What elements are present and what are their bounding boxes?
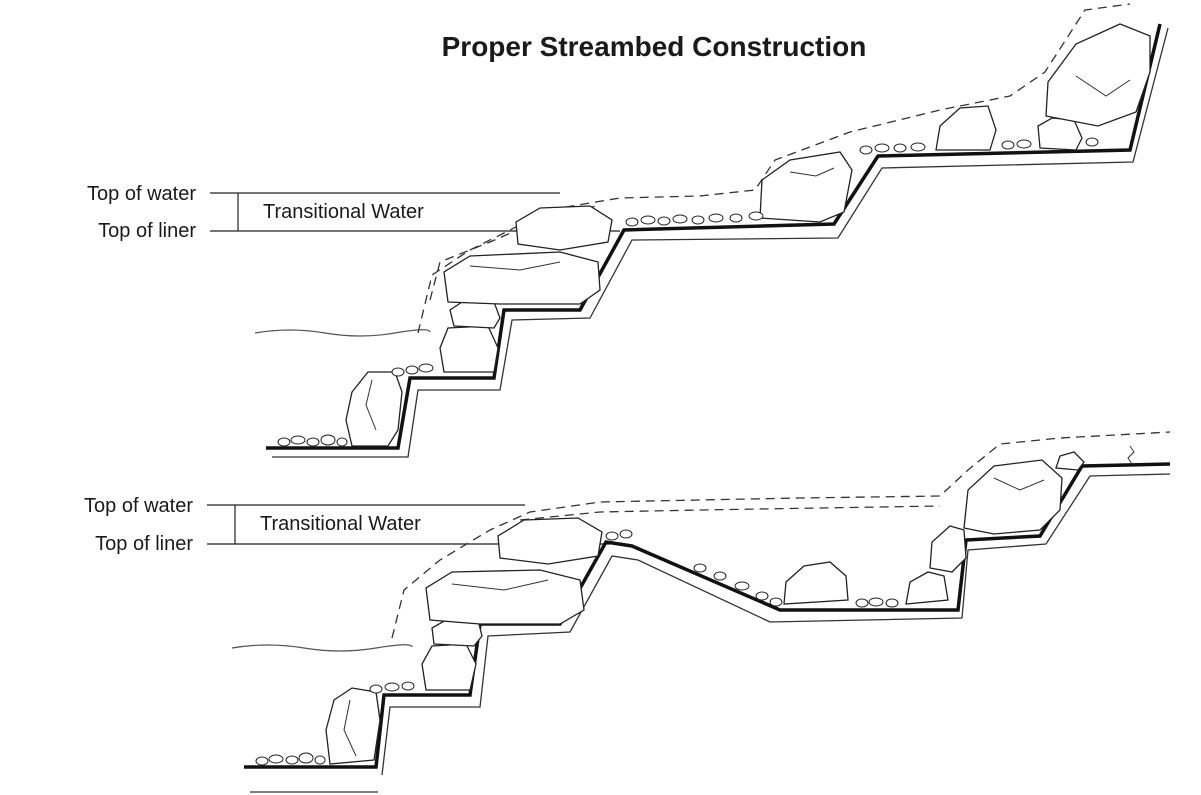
gravel-stone xyxy=(713,571,727,581)
gravel-stone xyxy=(405,365,419,375)
boulder xyxy=(425,569,585,625)
gravel-stone xyxy=(298,752,314,764)
boulder xyxy=(783,561,849,605)
top-of-liner-label: Top of liner xyxy=(98,220,196,242)
gravel-stone xyxy=(369,684,383,694)
gravel-stone xyxy=(277,437,291,447)
gravel-stone xyxy=(859,145,873,155)
boulder-crease xyxy=(1075,75,1131,97)
gravel-stone xyxy=(285,755,299,765)
boulder xyxy=(1037,117,1083,151)
gravel-stone xyxy=(314,755,326,765)
gravel-stone xyxy=(336,437,348,447)
top-streambed-diagram: Top of water Top of liner Transitional W… xyxy=(87,3,1169,458)
boulder xyxy=(443,251,601,305)
gravel-stone xyxy=(657,216,671,226)
gravel-stone xyxy=(885,598,899,608)
gravel-stone xyxy=(268,754,284,764)
finished-grade-line xyxy=(391,431,1171,639)
gravel-stone xyxy=(625,217,639,227)
boulder xyxy=(935,105,997,151)
boulder xyxy=(963,459,1063,535)
boulder xyxy=(497,517,603,565)
boulder xyxy=(449,301,501,329)
gravel-stone xyxy=(691,215,705,225)
top-of-water-label: Top of water xyxy=(84,495,193,517)
gravel-stone xyxy=(384,682,400,692)
gravel-stone xyxy=(748,211,764,221)
gravel-stone xyxy=(693,563,707,573)
top-of-liner-label: Top of liner xyxy=(95,533,193,555)
water-surface-wave xyxy=(231,644,413,652)
excavation-line xyxy=(272,27,1169,458)
gravel-stone xyxy=(672,214,688,224)
boulder xyxy=(325,687,381,765)
boulder-crease xyxy=(365,379,377,431)
transitional-water-label: Transitional Water xyxy=(263,201,424,223)
boulder xyxy=(759,151,853,223)
diagram-title: Proper Streambed Construction xyxy=(442,31,867,62)
ground-squiggle xyxy=(1127,445,1135,465)
gravel-stone xyxy=(855,598,869,608)
finished-grade-line xyxy=(417,3,1131,334)
gravel-stone xyxy=(708,213,724,223)
boulder-crease xyxy=(469,261,561,271)
bottom-gravel xyxy=(255,529,899,766)
boulder xyxy=(1045,23,1151,127)
gravel-stone xyxy=(729,213,743,223)
gravel-stone xyxy=(868,597,884,607)
excavation-line xyxy=(381,473,1171,776)
boulder-crease xyxy=(993,477,1045,491)
boulder xyxy=(929,525,967,573)
boulder-crease xyxy=(343,699,357,757)
transitional-water-label: Transitional Water xyxy=(260,513,421,535)
boulder xyxy=(421,643,477,691)
boulder xyxy=(439,325,499,373)
top-of-water-label: Top of water xyxy=(87,183,196,205)
gravel-stone xyxy=(290,435,306,445)
top-gravel xyxy=(277,137,1099,447)
water-surface-wave xyxy=(254,329,431,337)
boulder xyxy=(1055,451,1085,471)
gravel-stone xyxy=(320,434,336,446)
gravel-stone xyxy=(401,681,415,691)
gravel-stone xyxy=(1016,139,1032,149)
boulder xyxy=(905,571,949,605)
gravel-stone xyxy=(893,143,907,153)
gravel-stone xyxy=(910,142,926,152)
gravel-stone xyxy=(391,367,405,377)
boulder-crease xyxy=(451,579,549,591)
gravel-stone xyxy=(1085,137,1099,147)
boulder xyxy=(515,205,613,251)
gravel-stone xyxy=(874,143,890,153)
gravel-stone xyxy=(1001,140,1015,150)
stream-liner xyxy=(266,23,1162,450)
gravel-stone xyxy=(734,581,750,591)
gravel-stone xyxy=(418,363,434,373)
gravel-stone xyxy=(255,756,269,766)
boulder-crease xyxy=(789,167,835,177)
bottom-boulders xyxy=(325,451,1085,765)
gravel-stone xyxy=(640,215,656,225)
gravel-stone xyxy=(306,437,320,447)
finished-grade-line-inner xyxy=(519,505,941,521)
gravel-stone xyxy=(619,529,633,539)
gravel-stone xyxy=(755,591,769,601)
boulder xyxy=(345,371,403,447)
stream-liner xyxy=(244,462,1171,769)
gravel-stone xyxy=(769,597,783,607)
bottom-streambed-diagram: Top of water Top of liner Transitional W… xyxy=(84,431,1171,793)
top-boulders xyxy=(345,23,1151,447)
gravel-stone xyxy=(605,531,619,541)
